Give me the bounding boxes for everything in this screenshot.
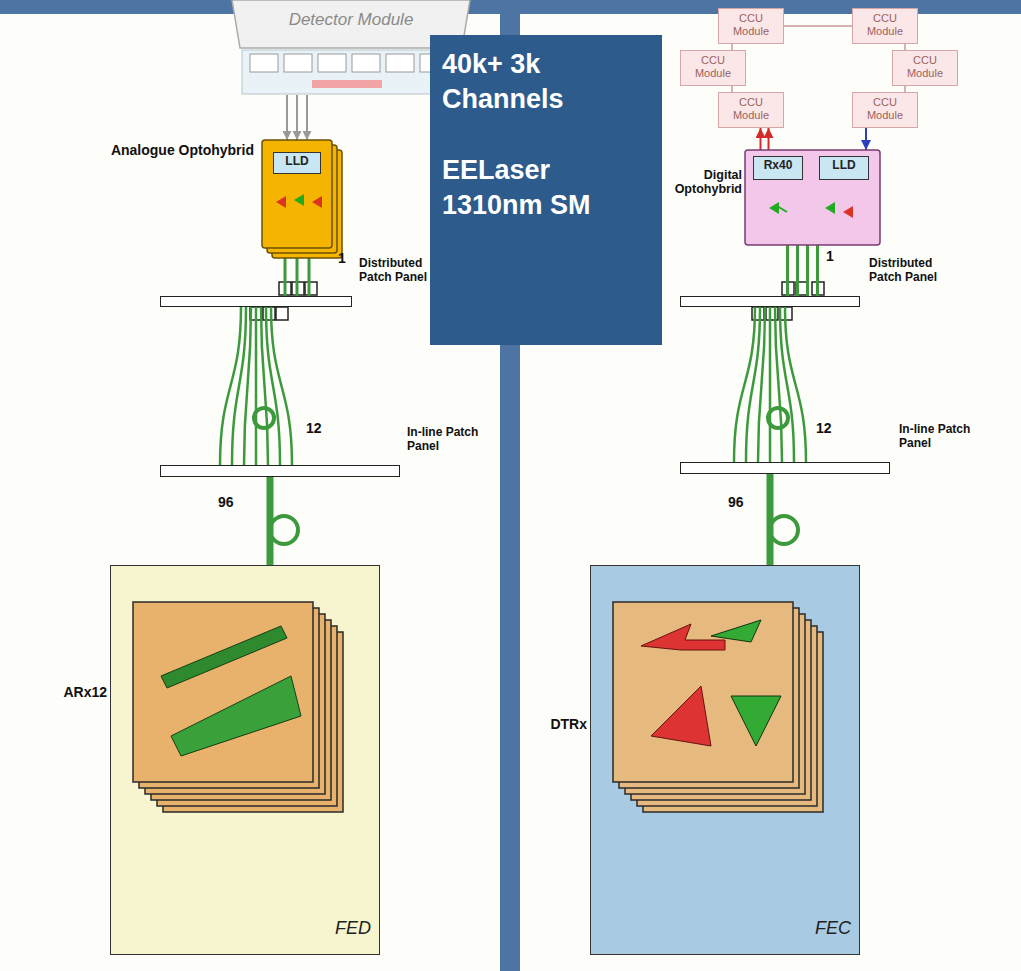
optical-fibre bbox=[220, 307, 292, 465]
link-line bbox=[784, 26, 852, 27]
optical-fibre bbox=[734, 307, 806, 462]
patch-panel: Distributed Patch Panel bbox=[160, 296, 352, 307]
connector-stroke bbox=[816, 245, 819, 296]
node-label: CCU Module bbox=[721, 12, 781, 37]
node-label: LLD bbox=[822, 159, 866, 173]
node-label: Distributed Patch Panel bbox=[359, 257, 429, 285]
node-label: 40k+ 3k Channels bbox=[442, 47, 650, 117]
node-label: CCU Module bbox=[895, 54, 955, 79]
connector-stroke bbox=[865, 128, 867, 150]
optical-fibre bbox=[788, 245, 818, 296]
connector-stroke bbox=[769, 307, 772, 462]
ccu-module-box: CCU Module bbox=[680, 50, 746, 86]
patch-panel: Distributed Patch Panel bbox=[680, 296, 860, 307]
ccu-module-box: CCU Module bbox=[852, 8, 918, 44]
node-label: Distributed Patch Panel bbox=[869, 257, 959, 285]
patch-panel: In-line Patch Panel bbox=[680, 462, 890, 474]
connector-stroke bbox=[760, 128, 762, 150]
link-line bbox=[761, 128, 769, 150]
node-text: EELaser 1310nm SM bbox=[442, 153, 650, 223]
ccu-module-box: CCU Module bbox=[718, 92, 784, 128]
connector-stroke bbox=[306, 95, 308, 140]
ccu-module-box: CCU Module bbox=[892, 50, 958, 86]
patch-panel: In-line Patch Panel bbox=[160, 465, 400, 477]
connector-stroke bbox=[758, 307, 765, 462]
connector-stroke bbox=[780, 307, 794, 462]
connector-stroke bbox=[746, 307, 760, 462]
connector-stroke bbox=[296, 95, 298, 140]
connector-stroke bbox=[232, 307, 246, 465]
connector-stroke bbox=[806, 245, 809, 296]
link-line bbox=[287, 95, 307, 140]
connector-stroke bbox=[220, 307, 241, 465]
connector-stroke bbox=[768, 128, 770, 150]
optical-fibre bbox=[270, 477, 271, 565]
connector-stroke bbox=[266, 307, 280, 465]
fed-crate: ARx12FED bbox=[110, 565, 380, 955]
connector-stroke bbox=[796, 245, 799, 296]
connector-stroke bbox=[786, 245, 789, 296]
connector-stroke bbox=[775, 307, 782, 462]
node-label: Analogue Optohybrid bbox=[110, 142, 254, 158]
node-label: CCU Module bbox=[855, 12, 915, 37]
node-label: In-line Patch Panel bbox=[899, 423, 989, 451]
connector-stroke bbox=[286, 95, 288, 140]
ccu-module-box: CCU Module bbox=[718, 8, 784, 44]
link-line bbox=[866, 128, 867, 150]
optical-fibre bbox=[770, 474, 771, 565]
connector-stroke bbox=[785, 307, 806, 462]
node-text: FED bbox=[311, 918, 371, 939]
fibre-count: 96 bbox=[728, 494, 744, 510]
node-label: LLD bbox=[276, 155, 318, 169]
info-box: 40k+ 3k ChannelsEELaser 1310nm SM bbox=[430, 35, 662, 345]
node-label: CCU Module bbox=[855, 96, 915, 121]
lld-chip: LLD bbox=[273, 152, 321, 174]
fibre-count: 1 bbox=[338, 250, 346, 266]
connector-stroke bbox=[734, 307, 755, 462]
ccu-module-box: CCU Module bbox=[852, 92, 918, 128]
fibre-count: 96 bbox=[218, 494, 234, 510]
node-label: In-line Patch Panel bbox=[407, 426, 487, 454]
fibre-count: 1 bbox=[826, 248, 834, 264]
node-label: Detector Module bbox=[232, 10, 470, 30]
connector-stroke bbox=[244, 307, 251, 465]
fec-crate-outline bbox=[591, 566, 861, 956]
connector-stroke bbox=[784, 25, 852, 27]
fibre-count: 12 bbox=[306, 420, 322, 436]
connector-stroke bbox=[271, 307, 292, 465]
node-label: Rx40 bbox=[756, 159, 800, 173]
fec-crate: DTRxFEC bbox=[590, 565, 860, 955]
rx40-chip: Rx40 bbox=[753, 156, 803, 180]
analogue-optohybrid: Analogue OptohybridLLD bbox=[262, 140, 332, 248]
digital-optohybrid: Digital OptohybridRx40LLD bbox=[745, 150, 880, 245]
node-label: DTRx bbox=[537, 716, 587, 732]
node-label: ARx12 bbox=[51, 684, 107, 700]
lld-chip: LLD bbox=[819, 156, 869, 180]
left-panel bbox=[0, 14, 500, 971]
fibre-count: 12 bbox=[816, 420, 832, 436]
node-label: CCU Module bbox=[683, 54, 743, 79]
connector-stroke bbox=[767, 474, 774, 565]
node-label: Digital Optohybrid bbox=[666, 168, 742, 197]
connector-stroke bbox=[255, 307, 258, 465]
connector-stroke bbox=[267, 477, 274, 565]
node-label: CCU Module bbox=[721, 96, 781, 121]
connector-stroke bbox=[261, 307, 268, 465]
node-text: FEC bbox=[791, 918, 851, 939]
fed-crate-outline bbox=[111, 566, 381, 956]
